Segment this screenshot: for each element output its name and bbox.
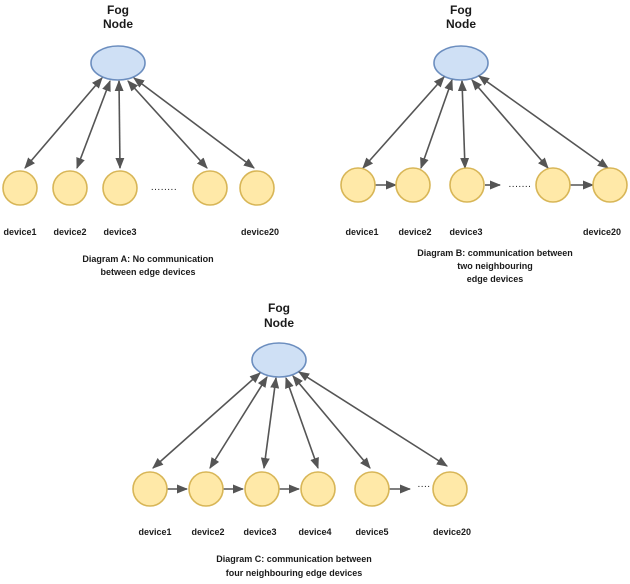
device-label: device3 (103, 227, 136, 237)
device-node (102, 170, 138, 206)
caption-line3: edge devices (467, 274, 524, 284)
fog-node (90, 45, 146, 81)
fog-label-line1: Fog (450, 3, 472, 17)
device-node (132, 471, 168, 507)
device-node (449, 167, 485, 203)
diagram-b: Fog Node ....... device1 device2 device3… (340, 3, 628, 284)
device-node (244, 471, 280, 507)
fog-label-line1: Fog (107, 3, 129, 17)
link-fog-device20 (298, 371, 448, 467)
link-fog-device20 (133, 77, 255, 169)
device-node (432, 471, 468, 507)
device-label: device3 (243, 527, 276, 537)
link-fog-device1 (24, 77, 103, 169)
fog-label-line1: Fog (268, 301, 290, 315)
device-node (535, 167, 571, 203)
device-label: device1 (3, 227, 36, 237)
link-fog-device3 (114, 79, 125, 170)
link-fog-device1 (362, 76, 445, 169)
device-label: device4 (298, 527, 331, 537)
fog-label-line2: Node (103, 17, 133, 31)
fog-label-line2: Node (446, 17, 476, 31)
device-label: device2 (398, 227, 431, 237)
link-fog-device20 (478, 75, 609, 169)
link-fog-device2 (420, 78, 453, 170)
device-node (395, 167, 431, 203)
device-label: device1 (345, 227, 378, 237)
device-node (2, 170, 38, 206)
link-fog-device4 (285, 376, 319, 470)
caption-line1: Diagram A: No communication (82, 254, 213, 264)
device-label: device2 (53, 227, 86, 237)
device-node (354, 471, 390, 507)
link-fog-device1 (152, 372, 261, 469)
device-label: device20 (241, 227, 279, 237)
device-node (188, 471, 224, 507)
link-fog-device3 (457, 79, 470, 170)
fog-node (433, 45, 489, 81)
caption-line2: four neighbouring edge devices (226, 568, 363, 578)
link-fog-device2 (76, 79, 111, 170)
fog-label-line2: Node (264, 316, 294, 330)
device-label: device3 (449, 227, 482, 237)
link-fog-device-n (471, 79, 549, 169)
ellipsis: ........ (151, 182, 177, 193)
device-label: device1 (138, 527, 171, 537)
device-node (300, 471, 336, 507)
caption-line1: Diagram B: communication between (417, 248, 573, 258)
caption-line2: two neighbouring (457, 261, 533, 271)
device-node (239, 170, 275, 206)
link-fog-device2 (209, 376, 268, 469)
diagram-c: Fog Node .... device1 device2 device3 de… (132, 301, 471, 578)
fog-node (251, 342, 307, 378)
device-node (592, 167, 628, 203)
caption-line1: Diagram C: communication between (216, 554, 372, 564)
link-fog-device5 (292, 375, 371, 469)
device-label: device2 (191, 527, 224, 537)
device-node (52, 170, 88, 206)
device-node (340, 167, 376, 203)
ellipsis: ....... (509, 179, 532, 190)
caption-line2: between edge devices (100, 267, 195, 277)
device-node (192, 170, 228, 206)
device-label: device5 (355, 527, 388, 537)
diagram-a: Fog Node ........ device1 device2 device… (2, 3, 279, 277)
link-fog-device3 (260, 376, 280, 470)
device-label: device20 (583, 227, 621, 237)
device-label: device20 (433, 527, 471, 537)
ellipsis: .... (417, 479, 430, 490)
